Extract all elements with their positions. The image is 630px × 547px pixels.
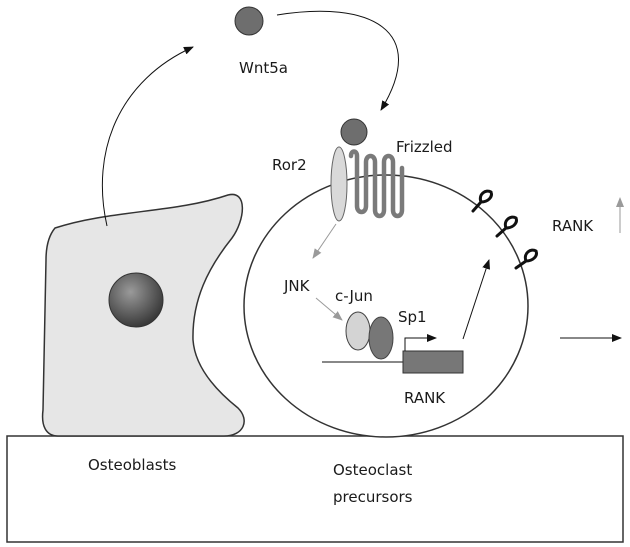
rank-receptor-icon <box>514 248 538 270</box>
sp1-factor <box>368 316 394 360</box>
rank-receptor-icon <box>495 215 518 238</box>
expression-arrow <box>462 259 490 340</box>
cjun-factor <box>345 311 371 351</box>
binding-arrow <box>276 10 399 111</box>
rank-gene-label: RANK <box>404 389 446 407</box>
wnt5a-label: Wnt5a <box>239 59 288 77</box>
rank-receptor-icon <box>471 189 493 213</box>
wnt5a-ligand-icon <box>234 6 264 36</box>
ror2-receptor <box>330 146 348 222</box>
rank-receptor-label: RANK <box>552 217 594 235</box>
frizzled-receptor <box>348 149 405 219</box>
osteoclast-label-line1: Osteoclast <box>333 461 412 479</box>
osteoclast-precursor-cell <box>243 174 529 438</box>
cjun-label: c-Jun <box>335 287 373 305</box>
ror2-label: Ror2 <box>272 156 307 174</box>
transcription-start-arrow <box>404 334 437 351</box>
bone-surface <box>6 435 624 543</box>
osteoclast-label-line2: precursors <box>333 488 413 506</box>
osteoblast-nucleus <box>108 272 164 328</box>
rank-gene-box <box>402 350 464 374</box>
frizzled-label: Frizzled <box>396 138 453 156</box>
ror2-to-jnk-arrow <box>312 223 337 259</box>
osteoblasts-label: Osteoblasts <box>88 456 176 474</box>
bound-wnt5a-icon <box>340 118 368 146</box>
jnk-label: JNK <box>283 277 311 295</box>
jnk-to-cjun-arrow <box>315 297 343 321</box>
sp1-label: Sp1 <box>398 308 427 326</box>
secretion-arrow <box>101 46 194 227</box>
